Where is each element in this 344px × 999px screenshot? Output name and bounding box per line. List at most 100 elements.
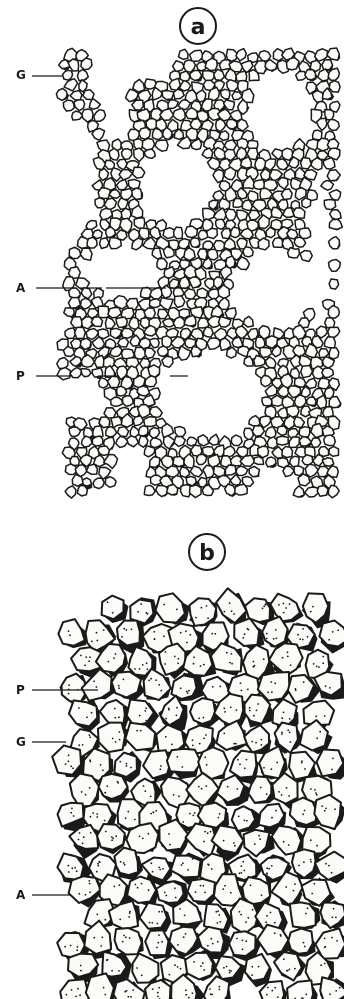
grain-dot <box>217 910 219 912</box>
grain <box>219 131 229 141</box>
grain <box>167 484 178 495</box>
grain-dot <box>160 765 162 767</box>
grain-dot <box>148 889 150 891</box>
grain-dot <box>76 949 78 951</box>
grain-dot <box>266 633 268 635</box>
grain <box>225 465 236 475</box>
grain-dot <box>263 658 265 660</box>
grain-dot <box>130 996 132 998</box>
grain <box>287 980 313 999</box>
grain <box>70 91 82 101</box>
grain-dot <box>111 970 113 972</box>
grain <box>258 215 269 229</box>
grain-dot <box>283 612 285 614</box>
grain-dot <box>80 655 82 657</box>
grain-dot <box>118 716 120 718</box>
grain-dot <box>168 708 170 710</box>
grain <box>207 338 220 349</box>
grain-dot <box>192 992 194 994</box>
grain-dot <box>118 685 120 687</box>
grain-dot <box>229 662 231 664</box>
grain-dot <box>266 638 268 640</box>
grain <box>301 158 312 169</box>
grain-dot <box>270 912 272 914</box>
grain-dot <box>96 871 98 873</box>
grain <box>198 435 209 446</box>
grain-dot <box>251 974 253 976</box>
grain-dot <box>123 628 125 630</box>
grain-dot <box>263 767 265 769</box>
grain-dot <box>85 894 87 896</box>
grain-dot <box>281 794 283 796</box>
grain-dot <box>198 717 200 719</box>
grain-dot <box>271 817 273 819</box>
grain-dot <box>205 734 207 736</box>
grain-dot <box>157 992 159 994</box>
grain-dot <box>119 731 121 733</box>
grain-dot <box>165 895 167 897</box>
grain-dot <box>67 865 69 867</box>
grain-dot <box>205 785 207 787</box>
grain-dot <box>114 708 116 710</box>
grain <box>64 79 78 91</box>
grain-dot <box>274 682 276 684</box>
grain-dot <box>78 893 80 895</box>
grain-dot <box>324 947 326 949</box>
grain-dot <box>294 883 296 885</box>
grain <box>69 288 81 298</box>
grain-dot <box>171 744 173 746</box>
grain <box>329 397 341 408</box>
grain-dot <box>206 605 208 607</box>
grain <box>318 378 329 389</box>
panel-b-callout-g: G <box>16 735 66 749</box>
grain <box>119 170 132 181</box>
grain-dot <box>208 864 210 866</box>
grain <box>300 251 312 262</box>
grain <box>174 437 185 447</box>
grain-dot <box>180 632 182 634</box>
grain-dot <box>124 864 126 866</box>
grain <box>270 594 300 622</box>
grain-dot <box>240 682 242 684</box>
grain-dot <box>212 943 214 945</box>
grain-dot <box>325 685 327 687</box>
grain-dot <box>219 921 221 923</box>
grain-dot <box>242 940 244 942</box>
grain <box>78 486 88 497</box>
grain <box>72 111 83 120</box>
grain <box>190 71 202 81</box>
grain <box>133 416 143 426</box>
grain-dot <box>103 987 105 989</box>
grain-dot <box>177 663 179 665</box>
grain <box>95 198 104 208</box>
grain <box>164 436 175 449</box>
grain-dot <box>244 820 246 822</box>
grain <box>261 376 272 387</box>
grain <box>249 466 259 476</box>
grain-dot <box>85 794 87 796</box>
grain-dot <box>78 839 80 841</box>
grain-dot <box>211 868 213 870</box>
grain-dot <box>123 862 125 864</box>
panel-a-label: a <box>191 15 206 40</box>
grain-dot <box>89 759 91 761</box>
grain <box>111 417 122 428</box>
grain-dot <box>86 716 88 718</box>
grain-dot <box>315 792 317 794</box>
grain <box>204 976 230 999</box>
grain-dot <box>108 661 110 663</box>
grain <box>231 898 258 934</box>
grain-dot <box>334 808 336 810</box>
grain-dot <box>98 861 100 863</box>
grain-dot <box>157 923 159 925</box>
grain-dot <box>204 756 206 758</box>
grain-dot <box>178 795 180 797</box>
grain-dot <box>102 769 104 771</box>
grain-dot <box>210 938 212 940</box>
grain-dot <box>310 611 312 613</box>
grain-dot <box>312 606 314 608</box>
grain <box>236 49 246 61</box>
grain <box>254 457 264 465</box>
grain-dot <box>117 782 119 784</box>
grain-dot <box>240 914 242 916</box>
